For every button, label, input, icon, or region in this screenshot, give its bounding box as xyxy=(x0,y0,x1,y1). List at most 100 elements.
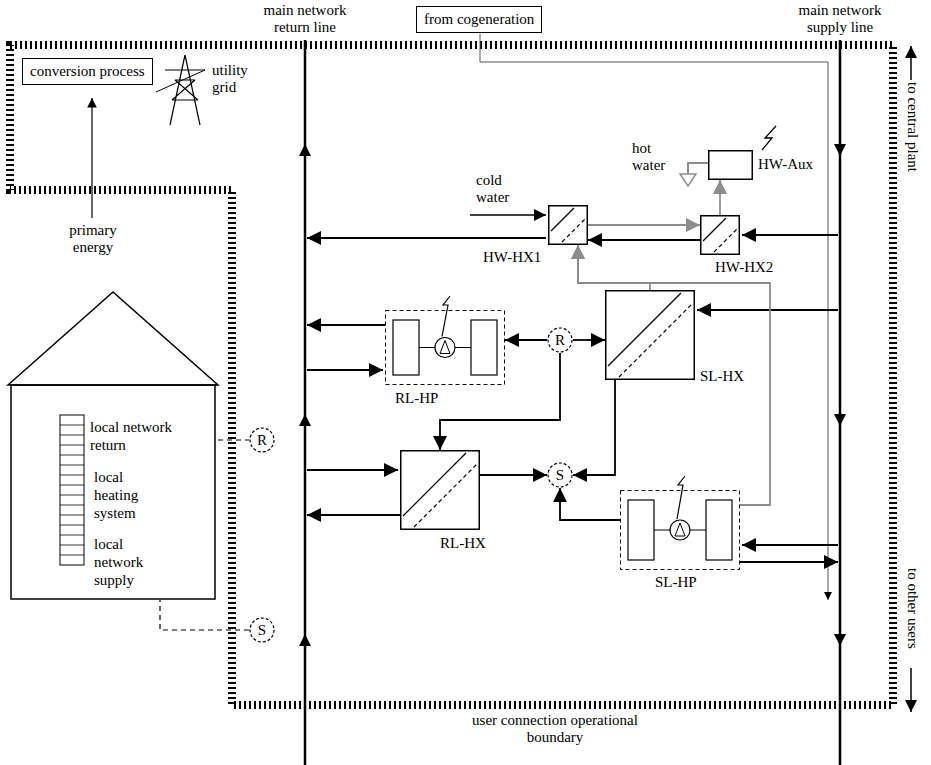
direction-arrow xyxy=(910,46,912,80)
pylon-symbol xyxy=(165,55,205,125)
return-pipe xyxy=(307,514,400,516)
node-label: RL-HP xyxy=(395,390,438,407)
return-pipe xyxy=(307,469,398,471)
pipe-connector xyxy=(560,488,620,520)
heat-exchanger-shape xyxy=(605,290,695,380)
flow-arrow xyxy=(299,414,311,426)
node-label: HW-HX2 xyxy=(715,259,773,276)
node-label: R xyxy=(257,433,267,448)
flow-arrow xyxy=(834,634,846,646)
flow-arrow xyxy=(834,414,846,426)
annotation-text: cold water xyxy=(476,172,521,206)
pipe-connector xyxy=(578,245,770,505)
node-label: HW-Aux xyxy=(758,156,813,173)
radiator-fin xyxy=(60,535,84,536)
node-label: S xyxy=(258,623,266,638)
annotation-text: main network supply line xyxy=(785,2,895,36)
evaporator-symbol xyxy=(393,320,419,375)
return-pipe xyxy=(307,369,383,371)
heat-pump-shape xyxy=(620,490,740,570)
node-label: from cogeneration xyxy=(424,11,534,28)
pipe-connector xyxy=(573,339,605,341)
pipe-connector xyxy=(588,239,700,241)
electric-symbol xyxy=(762,126,776,150)
node-label: SL-HP xyxy=(655,574,697,591)
energy-arrow xyxy=(91,98,92,218)
node-label: local heating system xyxy=(94,468,156,522)
node-label: local network return xyxy=(90,418,190,454)
exchanger-plate xyxy=(714,229,737,252)
heat-exchanger-shape xyxy=(400,450,480,530)
annotation-text: to other users xyxy=(904,568,921,649)
cogeneration-line xyxy=(480,34,828,600)
exchanger-plate xyxy=(608,293,681,366)
cold-water-pipe xyxy=(470,214,546,216)
heat-exchanger: RL-HX xyxy=(400,450,480,530)
node-label: S xyxy=(556,468,564,483)
compressor-symbol xyxy=(675,523,685,536)
annotation-text: user connection operational boundary xyxy=(455,712,655,746)
radiator-fin xyxy=(60,525,84,526)
radiator-fin xyxy=(60,465,84,466)
return-pipe xyxy=(307,237,546,239)
compressor-symbol xyxy=(670,520,690,540)
electric-symbol xyxy=(677,476,685,519)
pipe-connector xyxy=(588,224,700,226)
condenser-symbol xyxy=(471,320,497,375)
radiator-fin xyxy=(60,425,84,426)
heater-outline xyxy=(709,151,753,180)
junction-circle: R xyxy=(249,427,275,453)
radiator-fin xyxy=(60,455,84,456)
house-wall xyxy=(11,385,215,599)
house-roof xyxy=(8,292,218,385)
radiator-fin xyxy=(60,485,84,486)
process-box: conversion process xyxy=(22,58,153,85)
annotation-text: main network return line xyxy=(250,2,360,36)
heat-exchanger-shape xyxy=(548,205,588,245)
supply-pipe xyxy=(740,561,838,563)
radiator-fin xyxy=(60,555,84,556)
junction-circle: S xyxy=(249,617,275,643)
power-line xyxy=(156,70,205,92)
pipe-connector xyxy=(218,439,249,440)
radiator-fin xyxy=(60,515,84,516)
exchanger-plate xyxy=(703,218,726,241)
electric-symbol xyxy=(442,296,450,337)
annotation-text: utility grid xyxy=(212,62,262,96)
heat-pump-shape xyxy=(385,310,505,385)
condenser-symbol xyxy=(706,500,732,560)
junction-outline xyxy=(250,618,274,642)
heat-exchanger: HW-HX2 xyxy=(700,215,740,255)
node-label: local network supply xyxy=(94,535,156,589)
exchanger-plate xyxy=(414,464,477,527)
boundary-hatch xyxy=(10,45,893,705)
compressor-symbol xyxy=(440,341,450,354)
process-box: from cogeneration xyxy=(416,6,542,33)
node-label: HW-HX1 xyxy=(483,249,541,266)
pipe-connector xyxy=(505,339,547,341)
radiator-fin xyxy=(60,545,84,546)
exchanger-outline xyxy=(701,216,740,255)
direction-arrow xyxy=(910,668,912,712)
radiator-fin xyxy=(60,495,84,496)
pipe-connector xyxy=(480,474,547,476)
supply-pipe xyxy=(742,544,838,546)
junction-outline xyxy=(548,463,572,487)
tap-symbol xyxy=(680,174,696,186)
annotation-text: primary energy xyxy=(58,222,128,256)
exchanger-outline xyxy=(401,451,480,530)
node-label: conversion process xyxy=(30,63,145,80)
radiator-symbol xyxy=(60,415,84,565)
radiator-fin xyxy=(60,435,84,436)
compressor-symbol xyxy=(435,338,455,358)
exchanger-plate xyxy=(551,208,574,231)
junction-circle: R xyxy=(547,327,573,353)
exchanger-plate xyxy=(619,304,692,377)
heat-exchanger-shape xyxy=(700,215,740,255)
flow-arrow xyxy=(299,144,311,156)
supply-pipe xyxy=(742,234,838,236)
exchanger-outline xyxy=(606,291,695,380)
heat-pump: SL-HP xyxy=(620,490,740,570)
